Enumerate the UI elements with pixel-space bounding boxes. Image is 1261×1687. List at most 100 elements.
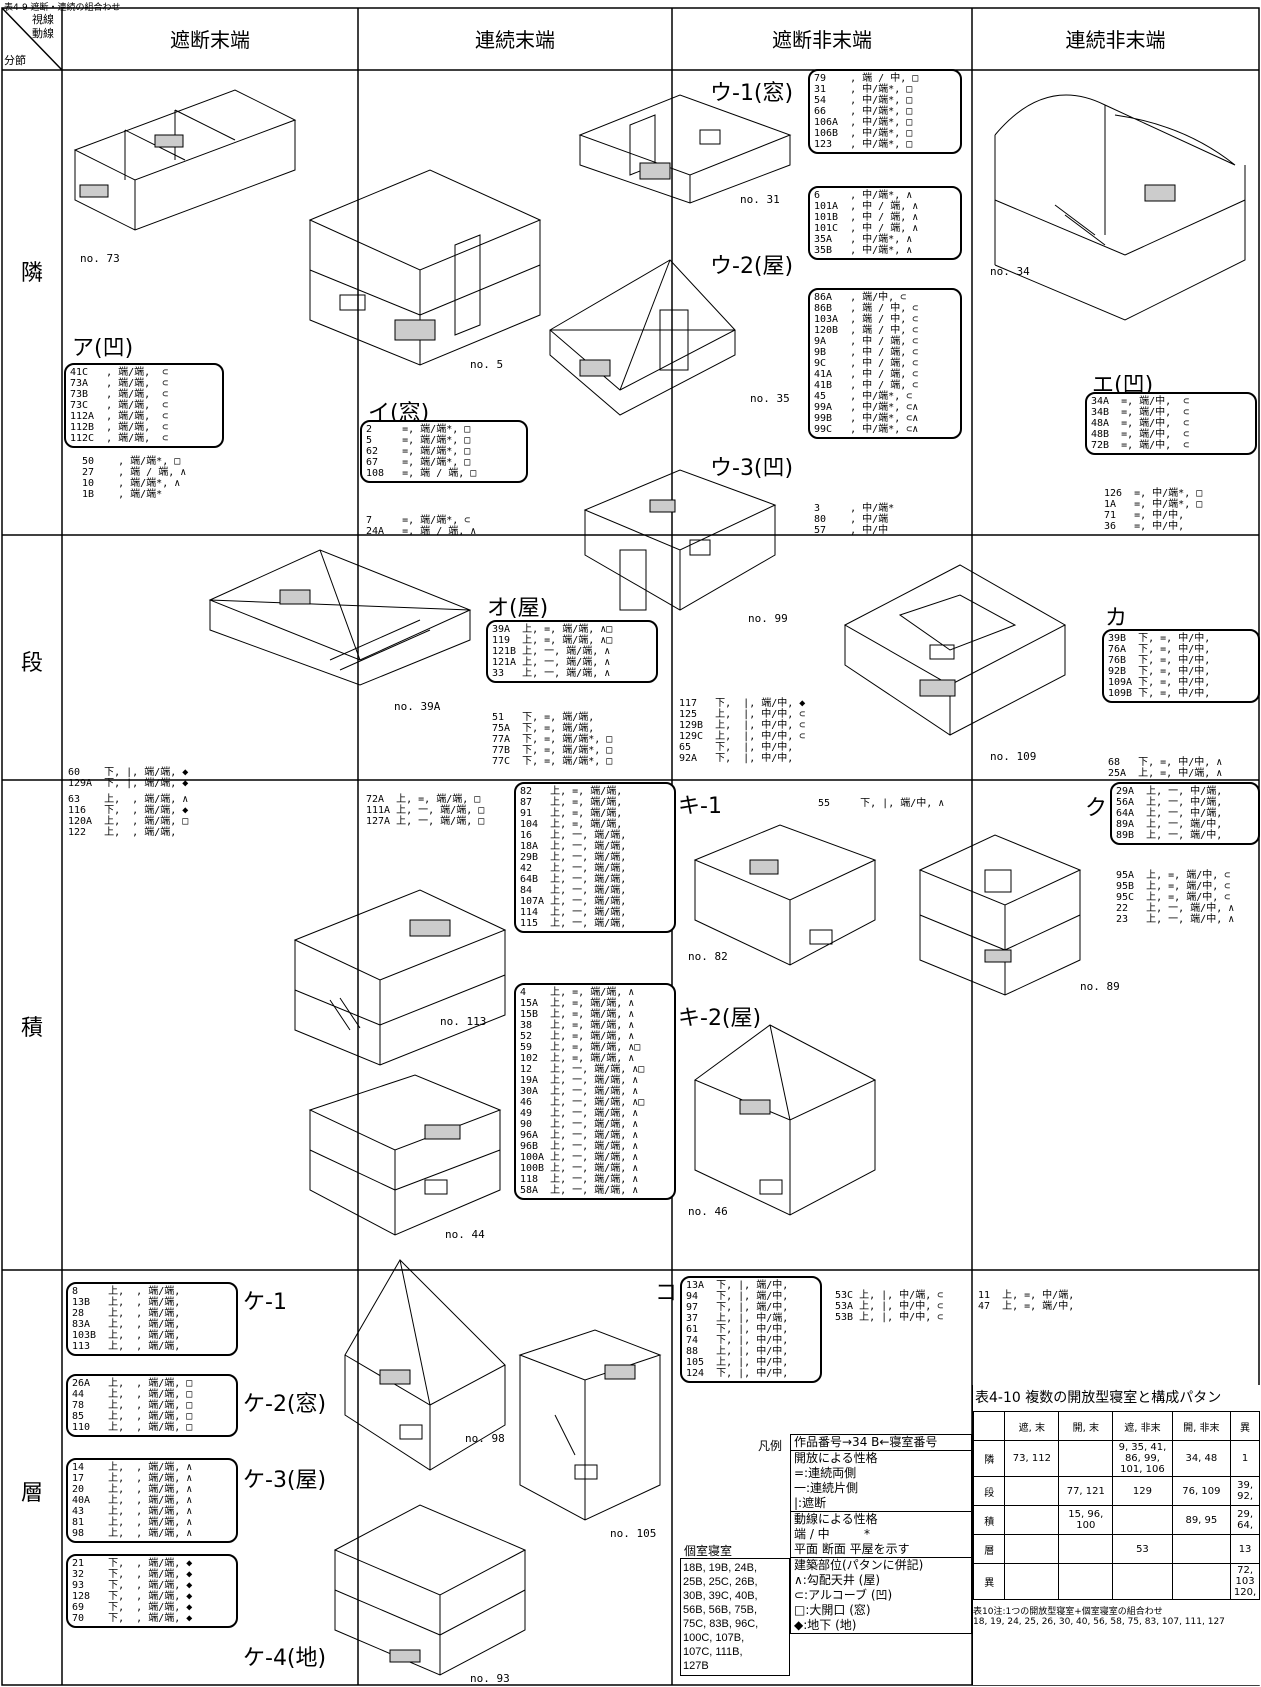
table-cell [1004, 1476, 1060, 1506]
table-cell: 89, 95 [1171, 1505, 1232, 1535]
drawing-number-82: no. 82 [688, 950, 728, 963]
table-cell: 開, 非末 [1171, 1411, 1232, 1441]
table-cell: 76, 109 [1171, 1476, 1232, 1506]
list-box-a: 41C , 端/端, ⊂ 73A , 端/端, ⊂ 73B , 端/端, ⊂ 7… [64, 363, 224, 448]
table-cell [1112, 1505, 1173, 1535]
isometric-drawing-no93 [330, 1500, 530, 1680]
list-sou-col4: 11 上, =, 中/端, 47 上, =, 端/中, [978, 1290, 1075, 1312]
list-ke2: 26A 上, , 端/端, □ 44 上, , 端/端, □ 78 上, , 端… [72, 1378, 193, 1433]
isometric-drawing-no109 [840, 555, 1070, 745]
table-cell: 29, 64, [1230, 1505, 1260, 1535]
type-label-u1: ウ-1(窓) [710, 81, 794, 106]
table-cell [1004, 1534, 1060, 1564]
corner-label-sight: 視線 [32, 13, 54, 26]
list-ko-plain: 53C 上, |, 中/端, ⊂ 53A 上, |, 中/中, ⊂ 53B 上,… [835, 1290, 944, 1323]
legend-part-title: 建築部位(パタンに併記) [794, 1558, 924, 1572]
table-cell: 遮, 非末 [1112, 1411, 1173, 1441]
table-cell: 1 [1230, 1440, 1260, 1477]
row-label-tonari: 隣 [20, 261, 43, 286]
legend-part-1: ∧:勾配天井 (屋) [794, 1573, 881, 1587]
list-u3-plain: 3 , 中/端* 80 , 中/端 57 , 中/中 [814, 503, 895, 536]
isometric-drawing-no46 [690, 1020, 880, 1220]
top-caption: 表4-9 遮断・連続の組合わせ [4, 3, 121, 13]
legend-part-3: □:大開口 (窓) [794, 1603, 871, 1617]
list-i: 2 =, 端/端*, □ 5 =, 端/端*, □ 62 =, 端/端*, □ … [366, 424, 477, 479]
type-label-u2: ウ-2(屋) [710, 254, 794, 279]
legend-open-title: 開放による性格 [794, 1451, 878, 1465]
drawing-number-35: no. 35 [750, 392, 790, 405]
list-box-e: 34A =, 端/中, ⊂ 34B =, 端/中, ⊂ 48A =, 端/中, … [1085, 392, 1257, 455]
list-ku: 29A 上, 一, 中/端, 56A 上, 一, 中/端, 64A 上, 一, … [1116, 786, 1223, 841]
isometric-drawing-no44 [305, 1070, 505, 1240]
drawing-number-113: no. 113 [440, 1015, 487, 1028]
list-box-u2: 86A , 端/中, ⊂ 86B , 端 / 中, ⊂ 103A , 端 / 中… [808, 288, 962, 439]
isometric-drawing-no39A [200, 540, 480, 690]
list-u1: 79 , 端 / 中, □ 31 , 中/端*, □ 54 , 中/端*, □ … [814, 73, 919, 150]
list-box-ko: 13A 下, |, 端/中, 94 下, |, 端/中, 97 下, |, 端/… [680, 1276, 822, 1383]
table-header-row: 遮, 末開, 末遮, 非末開, 非末異 [972, 1411, 1260, 1441]
isometric-drawing-no35 [540, 250, 740, 420]
row-label-sou: 層 [20, 1481, 43, 1506]
list-ke1: 8 上, , 端/端, 13B 上, , 端/端, 28 上, , 端/端, 8… [72, 1286, 181, 1352]
row-label-seki: 積 [20, 1016, 43, 1041]
list-ke3: 14 上, , 端/端, ∧ 17 上, , 端/端, ∧ 20 上, , 端/… [72, 1462, 193, 1539]
table-cell [1112, 1563, 1173, 1600]
table-cell: 積 [972, 1505, 1006, 1535]
list-box-ku: 29A 上, 一, 中/端, 56A 上, 一, 中/端, 64A 上, 一, … [1110, 782, 1260, 845]
table-cell [972, 1411, 1006, 1441]
column-header-3: 遮断非末端 [772, 28, 872, 52]
drawing-number-46: no. 46 [688, 1205, 728, 1218]
legend-box: 作品番号→34 B←寝室番号 開放による性格 =:連続両側 一:連続片側 |:遮… [790, 1434, 972, 1634]
isometric-drawing-no99 [580, 460, 780, 620]
table-cell: 13 [1230, 1534, 1260, 1564]
column-header-4: 連続非末端 [1065, 28, 1166, 52]
list-o: 39A 上, =, 端/端, ∧□ 119 上, =, 端/端, ∧□ 121B… [492, 624, 613, 679]
list-a: 41C , 端/端, ⊂ 73A , 端/端, ⊂ 73B , 端/端, ⊂ 7… [70, 367, 169, 444]
list-dan-mid: 117 下, |, 端/中, ◆ 125 上, |, 中/中, ⊂ 129B 上… [679, 698, 806, 764]
list-dan-left: 60 下, |, 端/端, ◆ 129A 下, |, 端/端, ◆ [68, 767, 189, 789]
legend-head: 作品番号→34 B←寝室番号 [791, 1435, 971, 1451]
list-i-plain: 7 =, 端/端*, ⊂ 24A =, 端 / 端, ∧ [366, 515, 477, 537]
list-ka: 39B 下, =, 中/中, 76A 下, =, 中/中, 76B 下, =, … [1108, 633, 1211, 699]
drawing-number-93: no. 93 [470, 1672, 510, 1685]
list-seki-1: 82 上, =, 端/端, 87 上, =, 端/端, 91 上, =, 端/端… [520, 786, 627, 929]
list-e: 34A =, 端/中, ⊂ 34B =, 端/中, ⊂ 48A =, 端/中, … [1091, 396, 1190, 451]
table-4-10-panel: 表4-10 複数の開放型寝室と構成パタン 遮, 末開, 末遮, 非末開, 非末異… [972, 1385, 1260, 1685]
table-cell: 72, 103 120, [1230, 1563, 1260, 1600]
list-ki1-note: 55 下, |, 端/中, ∧ [818, 798, 945, 809]
list-o-plain: 51 下, =, 端/端, 75A 下, =, 端/端, 77A 下, =, 端… [492, 712, 613, 767]
isometric-drawing-no73 [65, 80, 305, 240]
table-row: 異 72, 103 120, [972, 1563, 1260, 1600]
drawing-number-5: no. 5 [470, 358, 504, 371]
legend-open-1: =:連続両側 [794, 1466, 857, 1480]
list-box-ke4: 21 下, , 端/端, ◆ 32 下, , 端/端, ◆ 93 下, , 端/… [66, 1554, 238, 1628]
type-label-ke1: ケ-1 [243, 1290, 287, 1315]
isometric-drawing-no5 [300, 160, 550, 370]
list-u2: 86A , 端/中, ⊂ 86B , 端 / 中, ⊂ 103A , 端 / 中… [814, 292, 919, 435]
list-box-i: 2 =, 端/端*, □ 5 =, 端/端*, □ 62 =, 端/端*, □ … [360, 420, 528, 483]
list-box-ke1: 8 上, , 端/端, 13B 上, , 端/端, 28 上, , 端/端, 8… [66, 1282, 238, 1356]
table-cell: 15, 96, 100 [1058, 1505, 1114, 1535]
table-cell [1058, 1563, 1114, 1600]
drawing-number-98: no. 98 [465, 1432, 505, 1445]
table-4-10-note: 表10注:1つの開放型寝室+個室寝室の組合わせ [973, 1607, 1163, 1617]
drawing-number-39A: no. 39A [394, 700, 441, 713]
table-cell: 遮, 末 [1004, 1411, 1060, 1441]
table-cell: 開, 末 [1058, 1411, 1114, 1441]
type-label-ki2: キ-2(屋) [678, 1006, 762, 1031]
isometric-drawing-no113 [290, 880, 510, 1070]
type-label-ke3: ケ-3(屋) [243, 1468, 327, 1493]
type-label-a: ア(凹) [72, 336, 134, 361]
table-cell: 層 [972, 1534, 1006, 1564]
list-u1b: 6 , 中/端*, ∧ 101A , 中 / 端, ∧ 101B , 中 / 端… [814, 190, 919, 256]
table-cell: 段 [972, 1476, 1006, 1506]
drawing-number-34: no. 34 [990, 265, 1030, 278]
legend-part-4: ◆:地下 (地) [794, 1618, 857, 1632]
isometric-drawing-no98 [340, 1255, 510, 1475]
table-cell: 異 [972, 1563, 1006, 1600]
drawing-number-73: no. 73 [80, 252, 120, 265]
list-box-o: 39A 上, =, 端/端, ∧□ 119 上, =, 端/端, ∧□ 121B… [486, 620, 658, 683]
corner-label-movement: 動線 [32, 27, 54, 40]
